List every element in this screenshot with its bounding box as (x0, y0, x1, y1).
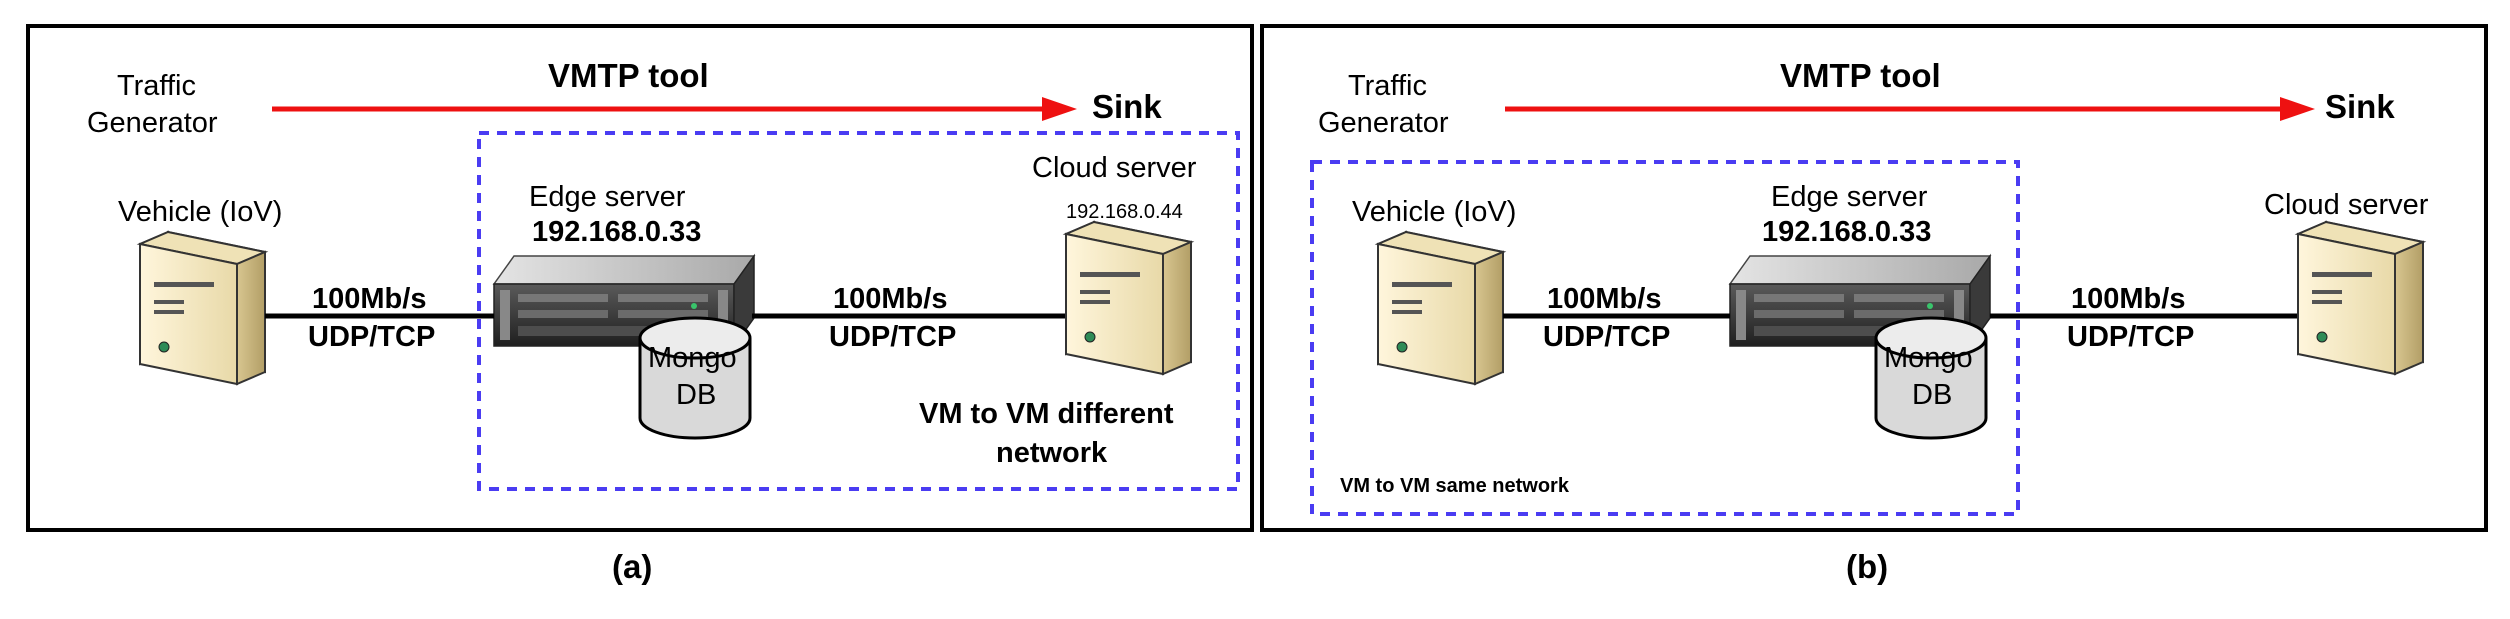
traffic-generator-label: Generator (87, 107, 218, 139)
desktop-tower-icon (139, 231, 266, 385)
link1-speed: 100Mb/s (1547, 283, 1661, 315)
link2-speed: 100Mb/s (833, 283, 947, 315)
vehicle-label: Vehicle (IoV) (118, 196, 282, 228)
caption-b: (b) (1846, 548, 1888, 585)
link1-speed: 100Mb/s (312, 283, 426, 315)
desktop-tower-icon (1377, 231, 1504, 385)
vmtp-tool-label: VMTP tool (1780, 57, 1941, 94)
link1-protocol: UDP/TCP (308, 321, 435, 353)
desktop-tower-icon (2297, 221, 2424, 375)
panel-b-dashed-group (1310, 160, 2020, 516)
panel-b: Traffic Generator VMTP tool Sink Vehicle… (1260, 24, 2488, 585)
panel-a-dashed-group (477, 131, 1240, 491)
desktop-tower-icon (1065, 221, 1192, 375)
cloud-server-label: Cloud server (2264, 189, 2429, 221)
network-note: network (996, 437, 1108, 469)
sink-label: Sink (2325, 88, 2395, 125)
vmtp-tool-label: VMTP tool (548, 57, 709, 94)
link2-protocol: UDP/TCP (2067, 321, 2194, 353)
network-note: VM to VM different (919, 398, 1174, 430)
sink-label: Sink (1092, 88, 1162, 125)
vehicle-label: Vehicle (IoV) (1352, 196, 1516, 228)
arrow-head-icon (1042, 97, 1077, 121)
database-cylinder-icon (1874, 316, 1988, 440)
traffic-generator-label: Traffic (1348, 70, 1427, 102)
traffic-generator-label: Generator (1318, 107, 1449, 139)
panel-a: Traffic Generator VMTP tool Sink Vehicle… (26, 24, 1254, 585)
edge-server-label: Edge server (529, 181, 686, 213)
link2-speed: 100Mb/s (2071, 283, 2185, 315)
arrow-head-icon (2280, 97, 2315, 121)
db-label: Mongo (648, 342, 737, 374)
database-cylinder-icon (638, 316, 752, 440)
link1-protocol: UDP/TCP (1543, 321, 1670, 353)
caption-a: (a) (612, 548, 652, 585)
db-label: Mongo (1884, 342, 1973, 374)
link2-protocol: UDP/TCP (829, 321, 956, 353)
db-label: DB (1912, 379, 1952, 411)
edge-server-ip: 192.168.0.33 (1762, 216, 1931, 248)
traffic-generator-label: Traffic (117, 70, 196, 102)
db-label: DB (676, 379, 716, 411)
panel-b-frame (1260, 24, 2488, 532)
cloud-server-label: Cloud server (1032, 152, 1197, 184)
panel-a-frame (26, 24, 1254, 532)
edge-server-ip: 192.168.0.33 (532, 216, 701, 248)
network-note: VM to VM same network (1340, 475, 1570, 497)
edge-server-label: Edge server (1771, 181, 1928, 213)
cloud-server-ip: 192.168.0.44 (1066, 201, 1183, 223)
